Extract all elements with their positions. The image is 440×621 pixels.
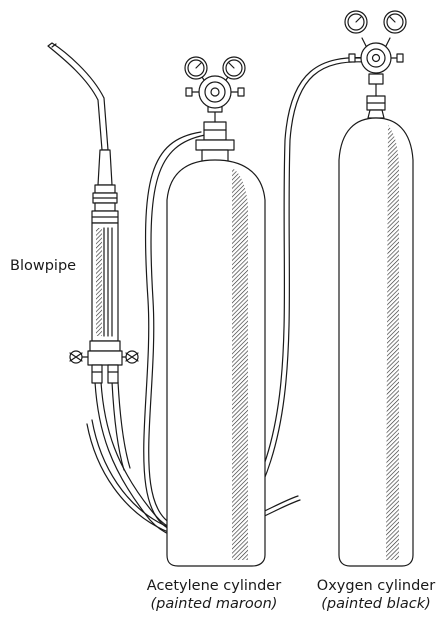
oxygen-regulator [345, 11, 406, 96]
acetylene-regulator [185, 57, 245, 122]
oxygen-gauge-left [345, 11, 367, 33]
oxygen-cylinder-note: (painted black) [312, 595, 440, 613]
acetylene-cylinder-body [167, 160, 265, 566]
oxygen-cylinder-body [339, 118, 413, 566]
oxygen-gauge-right [384, 11, 406, 33]
blowpipe-handle [92, 223, 118, 341]
blowpipe-valve-left [70, 351, 88, 363]
oxygen-cylinder [339, 11, 413, 566]
blowpipe [48, 43, 138, 383]
acetylene-gauge-right [223, 57, 245, 79]
blowpipe-nozzle [48, 43, 108, 150]
blowpipe-label: Blowpipe [10, 257, 76, 275]
acetylene-cylinder-note: (painted maroon) [146, 595, 282, 613]
oxygen-cylinder-label: Oxygen cylinder (painted black) [312, 577, 440, 613]
acetylene-cylinder-label: Acetylene cylinder (painted maroon) [146, 577, 282, 613]
blowpipe-valve-right [122, 351, 138, 363]
oxygen-cylinder-name: Oxygen cylinder [317, 578, 435, 594]
acetylene-cylinder-name: Acetylene cylinder [147, 578, 281, 594]
acetylene-gauge-left [185, 57, 207, 79]
acetylene-cylinder [167, 57, 265, 566]
